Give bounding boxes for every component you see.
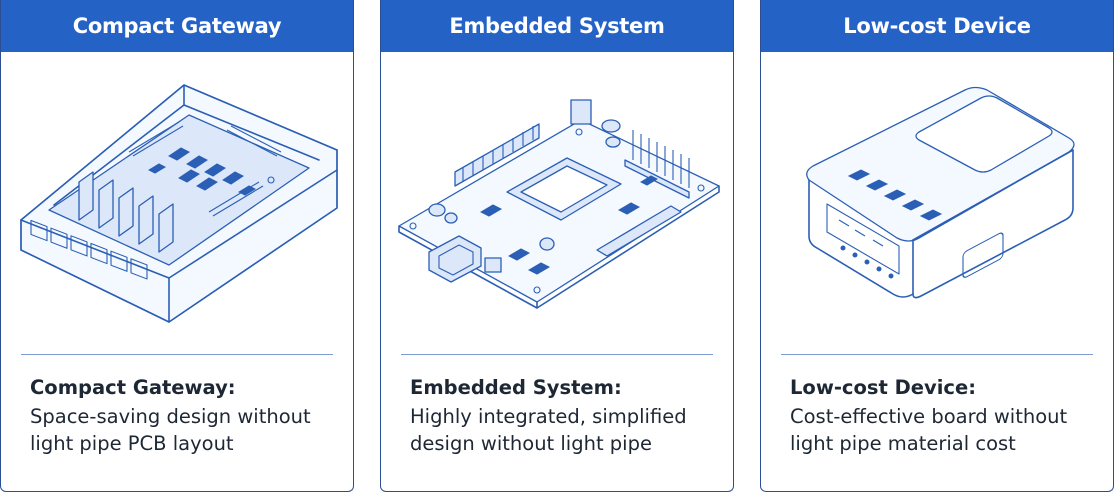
compact-gateway-icon bbox=[20, 84, 338, 323]
caption-body: Cost-effective board without light pipe … bbox=[790, 405, 1068, 455]
card-header: Embedded System bbox=[381, 0, 733, 52]
caption: Low-cost Device: Cost-effective board wi… bbox=[790, 374, 1093, 457]
low-cost-device-icon bbox=[806, 86, 1075, 299]
card-low-cost-device: Low-cost Device Low-cost Device: bbox=[760, 0, 1114, 492]
divider bbox=[21, 354, 333, 355]
card-compact-gateway: Compact Gateway bbox=[0, 0, 354, 492]
divider bbox=[781, 354, 1093, 355]
card-embedded-system: Embedded System bbox=[380, 0, 734, 492]
caption-title: Compact Gateway: bbox=[30, 376, 236, 399]
caption-title: Embedded System: bbox=[410, 376, 622, 399]
caption-body: Highly integrated, simplified design wit… bbox=[410, 405, 687, 455]
card-header: Compact Gateway bbox=[1, 0, 353, 52]
embedded-board-icon bbox=[398, 99, 720, 309]
caption-body: Space-saving design without light pipe P… bbox=[30, 405, 311, 455]
caption-title: Low-cost Device: bbox=[790, 376, 976, 399]
ethernet-ports bbox=[30, 219, 148, 280]
card-header: Low-cost Device bbox=[761, 0, 1113, 52]
caption: Compact Gateway: Space-saving design wit… bbox=[30, 374, 333, 457]
caption: Embedded System: Highly integrated, simp… bbox=[410, 374, 713, 457]
divider bbox=[401, 354, 713, 355]
